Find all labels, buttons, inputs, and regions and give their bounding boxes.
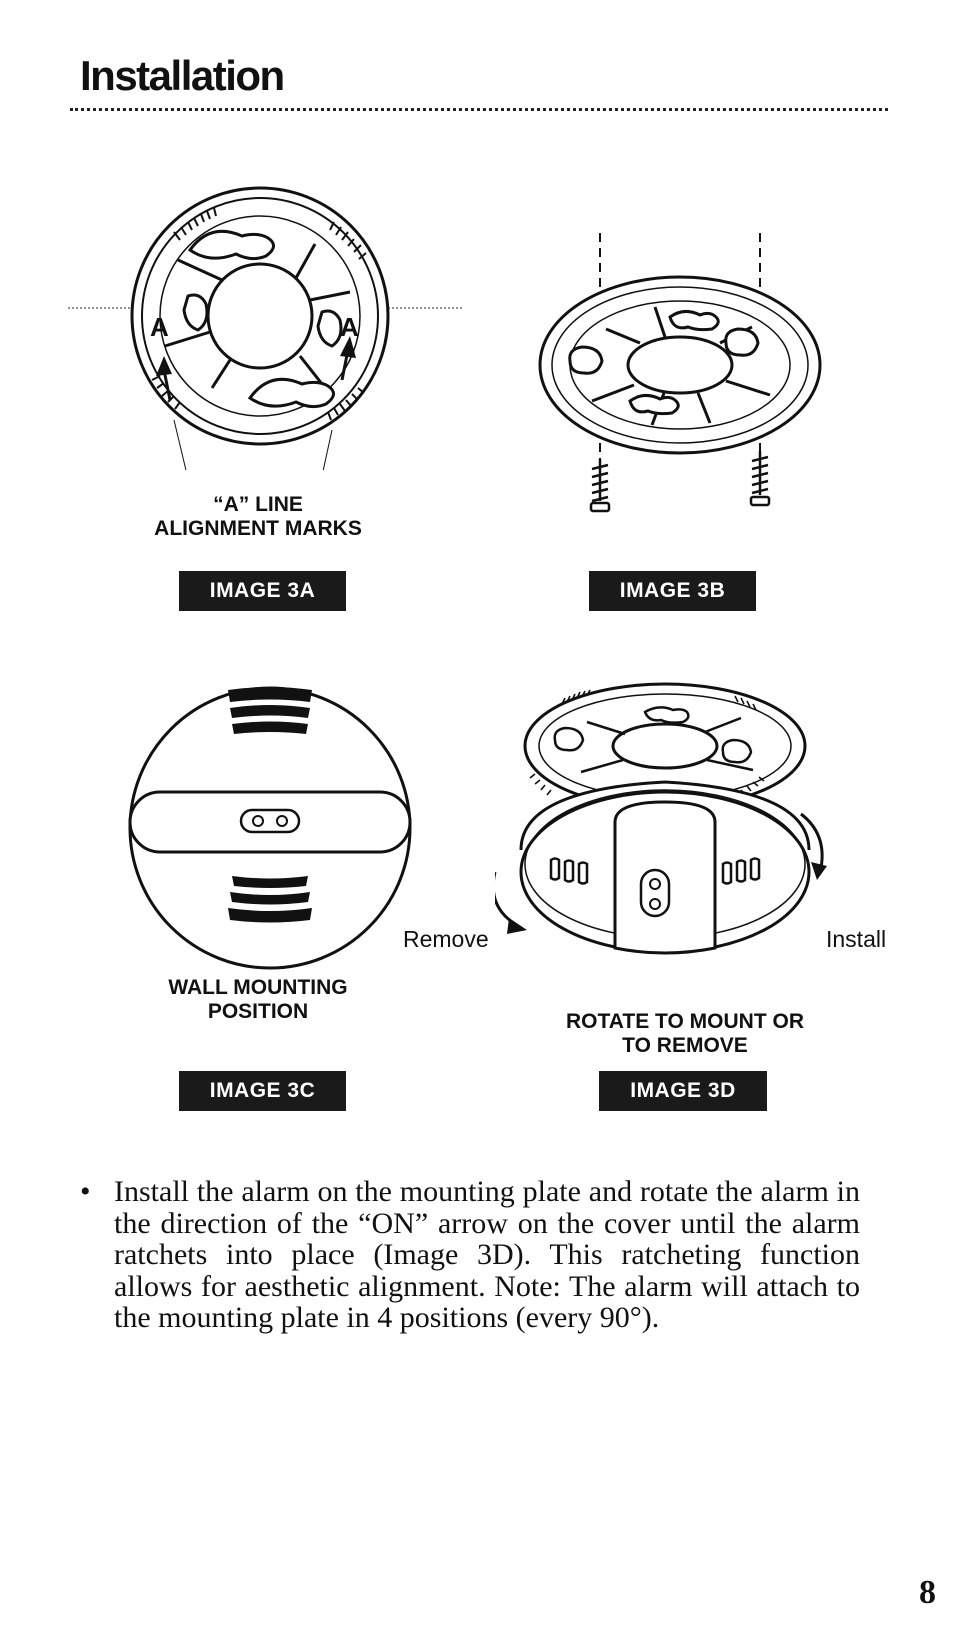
mounting-plate-icon: A A (68, 186, 462, 470)
caption-3a-line1: “A” LINE (213, 493, 303, 516)
caption-3c: WALL MOUNTING POSITION (120, 976, 396, 1024)
title-divider (70, 108, 888, 111)
caption-3c-line1: WALL MOUNTING (168, 976, 348, 999)
bullet-marker: • (80, 1175, 91, 1208)
screws-icon (538, 233, 822, 513)
caption-3c-line2: POSITION (207, 1000, 309, 1023)
caption-3a-line2: ALIGNMENT MARKS (154, 517, 362, 540)
alarm-back-icon (128, 686, 412, 970)
remove-label: Remove (403, 926, 489, 952)
install-label: Install (826, 926, 887, 952)
image-3c-tag: IMAGE 3C (179, 1071, 346, 1111)
instruction-paragraph: • Install the alarm on the mounting plat… (80, 1176, 860, 1334)
page-number: 8 (919, 1574, 936, 1611)
alignment-mark-left: A (150, 312, 169, 342)
caption-3d-line1: ROTATE TO MOUNT OR (566, 1010, 804, 1033)
instruction-text: Install the alarm on the mounting plate … (114, 1175, 860, 1334)
image-3a-tag: IMAGE 3A (179, 571, 346, 611)
rotate-alarm-icon (495, 682, 827, 955)
caption-3d: ROTATE TO MOUNT OR TO REMOVE (540, 1010, 830, 1058)
image-3b-tag: IMAGE 3B (589, 571, 756, 611)
caption-3a: “A” LINE ALIGNMENT MARKS (120, 493, 396, 541)
caption-3d-line2: TO REMOVE (622, 1034, 748, 1057)
page-title: Installation (80, 52, 285, 99)
alignment-mark-right: A (340, 312, 359, 342)
image-3d-tag: IMAGE 3D (599, 1071, 767, 1111)
